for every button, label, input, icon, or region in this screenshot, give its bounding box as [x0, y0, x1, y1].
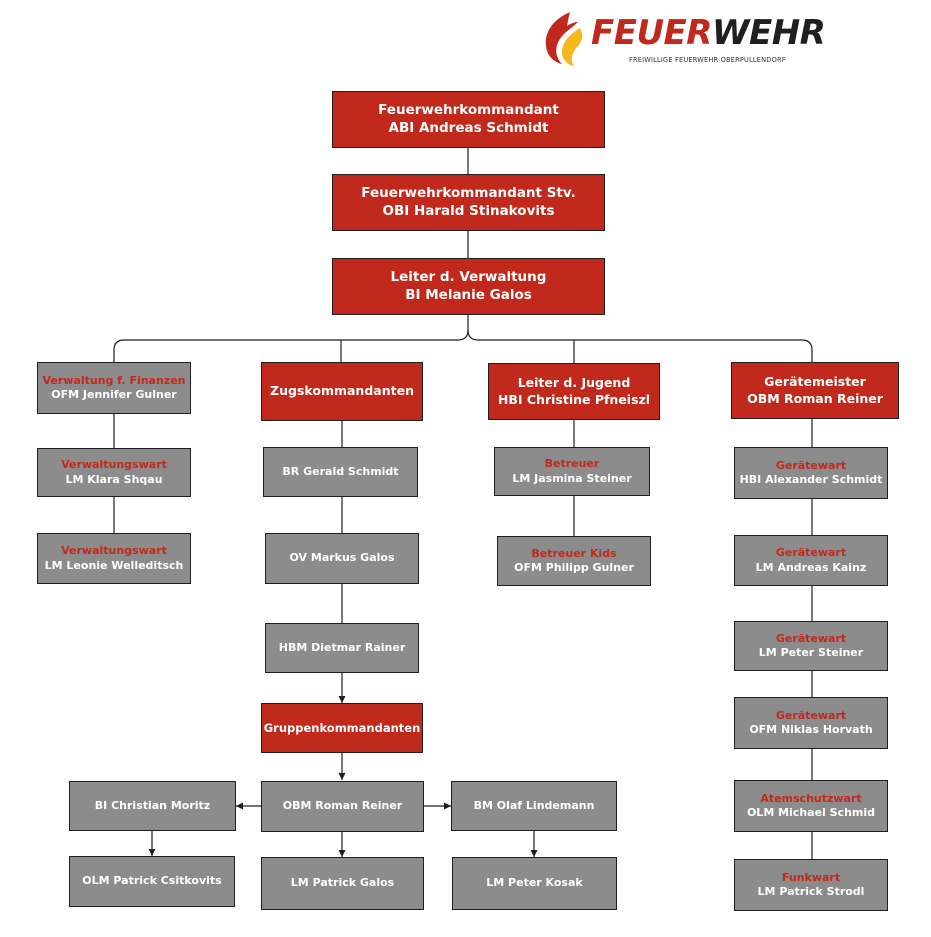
group-member-box: LM Peter Kosak	[452, 857, 617, 910]
finance-staff-name: LM Leonie Welleditsch	[44, 558, 184, 572]
equipment-staff-role: Gerätewart	[775, 546, 847, 560]
deputy-title: Feuerwehrkommandant Stv.	[361, 184, 576, 201]
deputy-commander-box: Feuerwehrkommandant Stv. OBI Harald Stin…	[332, 174, 605, 231]
platoon-member-box: HBM Dietmar Rainer	[265, 623, 419, 673]
group-leaders-title: Gruppenkommandanten	[263, 720, 421, 735]
commander-name: ABI Andreas Schmidt	[388, 119, 549, 136]
group-member-name: OLM Patrick Csitkovits	[82, 874, 222, 888]
equipment-staff-name: LM Andreas Kainz	[755, 560, 867, 574]
admin-name: BI Melanie Galos	[405, 286, 532, 303]
equipment-staff-box: Gerätewart LM Peter Steiner	[734, 621, 888, 671]
equipment-staff-role: Atemschutzwart	[760, 791, 862, 805]
youth-staff-box: Betreuer LM Jasmina Steiner	[494, 447, 650, 496]
group-leader-box: BI Christian Moritz	[69, 781, 236, 831]
logo-wordmark: FEUERWEHR	[591, 13, 826, 53]
commander-title: Feuerwehrkommandant	[378, 101, 559, 118]
finance-staff-box: Verwaltungswart LM Leonie Welleditsch	[37, 533, 191, 584]
admin-title: Leiter d. Verwaltung	[390, 268, 547, 285]
equipment-staff-box: Gerätewart OFM Niklas Horvath	[734, 697, 888, 749]
platoon-member-box: OV Markus Galos	[265, 533, 419, 584]
group-leader-box: BM Olaf Lindemann	[451, 781, 617, 831]
group-member-box: LM Patrick Galos	[261, 857, 424, 910]
flame-icon	[545, 12, 583, 66]
deputy-name: OBI Harald Stinakovits	[382, 202, 555, 219]
equipment-staff-box: Atemschutzwart OLM Michael Schmid	[734, 780, 888, 832]
group-leader-name: BI Christian Moritz	[94, 798, 211, 812]
equipment-head-name: OBM Roman Reiner	[747, 390, 883, 406]
equipment-head-title: Gerätemeister	[764, 374, 866, 390]
platoon-member-box: BR Gerald Schmidt	[263, 447, 418, 497]
platoon-member-name: HBM Dietmar Rainer	[278, 640, 406, 654]
youth-staff-role: Betreuer Kids	[531, 546, 617, 560]
commander-box: Feuerwehrkommandant ABI Andreas Schmidt	[332, 91, 605, 148]
group-leader-name: OBM Roman Reiner	[282, 799, 403, 813]
youth-head-box: Leiter d. Jugend HBI Christine Pfneiszl	[488, 363, 660, 420]
platoon-member-name: OV Markus Galos	[289, 551, 395, 565]
youth-staff-name: OFM Philipp Gulner	[514, 561, 634, 574]
equipment-head-box: Gerätemeister OBM Roman Reiner	[731, 362, 899, 419]
finance-head-role: Verwaltung f. Finanzen	[42, 373, 186, 387]
finance-head-name: OFM Jennifer Gulner	[51, 388, 177, 401]
group-member-name: LM Patrick Galos	[290, 876, 395, 890]
platoon-member-name: BR Gerald Schmidt	[282, 464, 399, 478]
logo-subtitle: FREIWILLIGE FEUERWEHR OBERPULLENDORF	[629, 56, 786, 64]
youth-head-title: Leiter d. Jugend	[517, 375, 631, 391]
equipment-staff-name: LM Patrick Strodl	[757, 885, 865, 898]
equipment-staff-role: Funkwart	[781, 870, 841, 884]
connector	[113, 329, 469, 362]
equipment-staff-name: OFM Niklas Horvath	[749, 723, 873, 736]
youth-staff-name: LM Jasmina Steiner	[512, 471, 632, 485]
youth-staff-role: Betreuer	[544, 457, 600, 471]
youth-staff-box: Betreuer Kids OFM Philipp Gulner	[497, 536, 651, 586]
group-member-name: LM Peter Kosak	[486, 876, 583, 890]
equipment-staff-role: Gerätewart	[775, 631, 847, 645]
finance-staff-role: Verwaltungswart	[61, 544, 167, 558]
finance-head-box: Verwaltung f. Finanzen OFM Jennifer Guln…	[37, 362, 191, 414]
finance-staff-role: Verwaltungswart	[61, 458, 167, 472]
finance-staff-box: Verwaltungswart LM Klara Shqau	[37, 448, 191, 497]
connector	[467, 329, 813, 362]
feuerwehr-logo: FEUERWEHR FREIWILLIGE FEUERWEHR OBERPULL…	[540, 10, 830, 70]
equipment-staff-name: OLM Michael Schmid	[746, 806, 876, 819]
equipment-staff-box: Gerätewart HBI Alexander Schmidt	[734, 447, 888, 499]
platoon-head-title: Zugskommandanten	[270, 383, 414, 399]
equipment-staff-role: Gerätewart	[775, 458, 847, 472]
admin-head-box: Leiter d. Verwaltung BI Melanie Galos	[332, 258, 605, 315]
youth-head-name: HBI Christine Pfneiszl	[497, 391, 651, 407]
platoon-head-box: Zugskommandanten	[261, 362, 423, 421]
group-leader-box: OBM Roman Reiner	[261, 781, 424, 832]
group-member-box: OLM Patrick Csitkovits	[69, 856, 235, 907]
equipment-staff-role: Gerätewart	[775, 708, 847, 722]
equipment-staff-box: Gerätewart LM Andreas Kainz	[734, 535, 888, 586]
group-leader-name: BM Olaf Lindemann	[473, 798, 595, 812]
equipment-staff-name: HBI Alexander Schmidt	[739, 473, 883, 486]
equipment-staff-name: LM Peter Steiner	[758, 646, 864, 659]
finance-staff-name: LM Klara Shqau	[65, 472, 163, 486]
equipment-staff-box: Funkwart LM Patrick Strodl	[734, 859, 888, 911]
group-leaders-head-box: Gruppenkommandanten	[261, 703, 423, 753]
